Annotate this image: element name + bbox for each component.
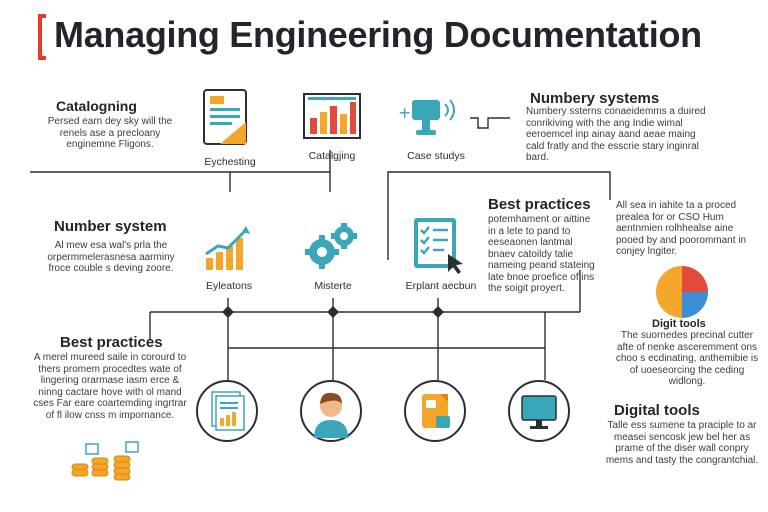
digital-tools-heading: Digital tools [614,402,700,419]
person-circle [300,380,362,442]
case-studys-caption: Case studys [407,150,465,162]
document-chart-icon [203,89,247,145]
bar-chart-icon [303,93,361,139]
folder-icon [422,394,450,428]
numbery-systems-heading: Numbery systems [530,90,660,107]
papers-chart-icon [211,391,245,431]
best-practices-mid-text: potemhament or aittine in a lete to pand… [488,214,595,294]
checklist-cursor-icon [414,218,463,274]
explant-caption: Erplant aecbun [405,280,477,292]
papers-circle [196,380,258,442]
folder-circle [404,380,466,442]
number-system-heading: Number system [54,218,167,235]
gears-icon [305,223,357,269]
best-practices-mid-heading: Best practices [488,196,591,213]
cataloging-text: Persed earn dey sky will the renels ase … [47,116,173,150]
digit-tools-heading: Digit tools [652,318,706,330]
eycheating-caption: Eychesting [204,156,256,168]
desktop-icon [521,395,557,429]
best-practices-bottom-heading: Best practices [60,334,163,351]
numbery-systems-text: Numbery ssterns conaeidemms a duired con… [526,106,706,163]
growth-chart-icon [205,226,250,270]
junction-node-3 [432,306,444,318]
coins-icon [71,441,139,481]
catalgjing-caption: Catalgjing [308,150,356,162]
digital-tools-text: Talle ess sumene ta praciple to ar mease… [605,420,759,466]
person-avatar-icon [314,392,348,438]
pie-chart-icon [656,266,708,318]
page-title: Managing Engineering Documentation [54,14,702,55]
monitor-camera-icon: + [398,99,455,135]
right-block-text: All sea in iahite ta a proced prealea fo… [616,200,747,257]
cataloging-heading: Catalogning [56,98,137,114]
svg-text:+: + [398,103,411,122]
desktop-circle [508,380,570,442]
junction-node-1 [222,306,234,318]
eyleatons-caption: Eyleatons [205,280,253,292]
junction-node-2 [327,306,339,318]
best-practices-bottom-text: A merel mureed saile in corourd to thers… [33,352,187,421]
digit-tools-text: The suornedes precinal cutter afte of ne… [615,330,759,387]
number-system-text: Al mew esa wal's prla the orpermmelerasn… [47,240,175,274]
misterte-caption: Misterte [314,280,352,292]
title-bracket [38,14,46,60]
